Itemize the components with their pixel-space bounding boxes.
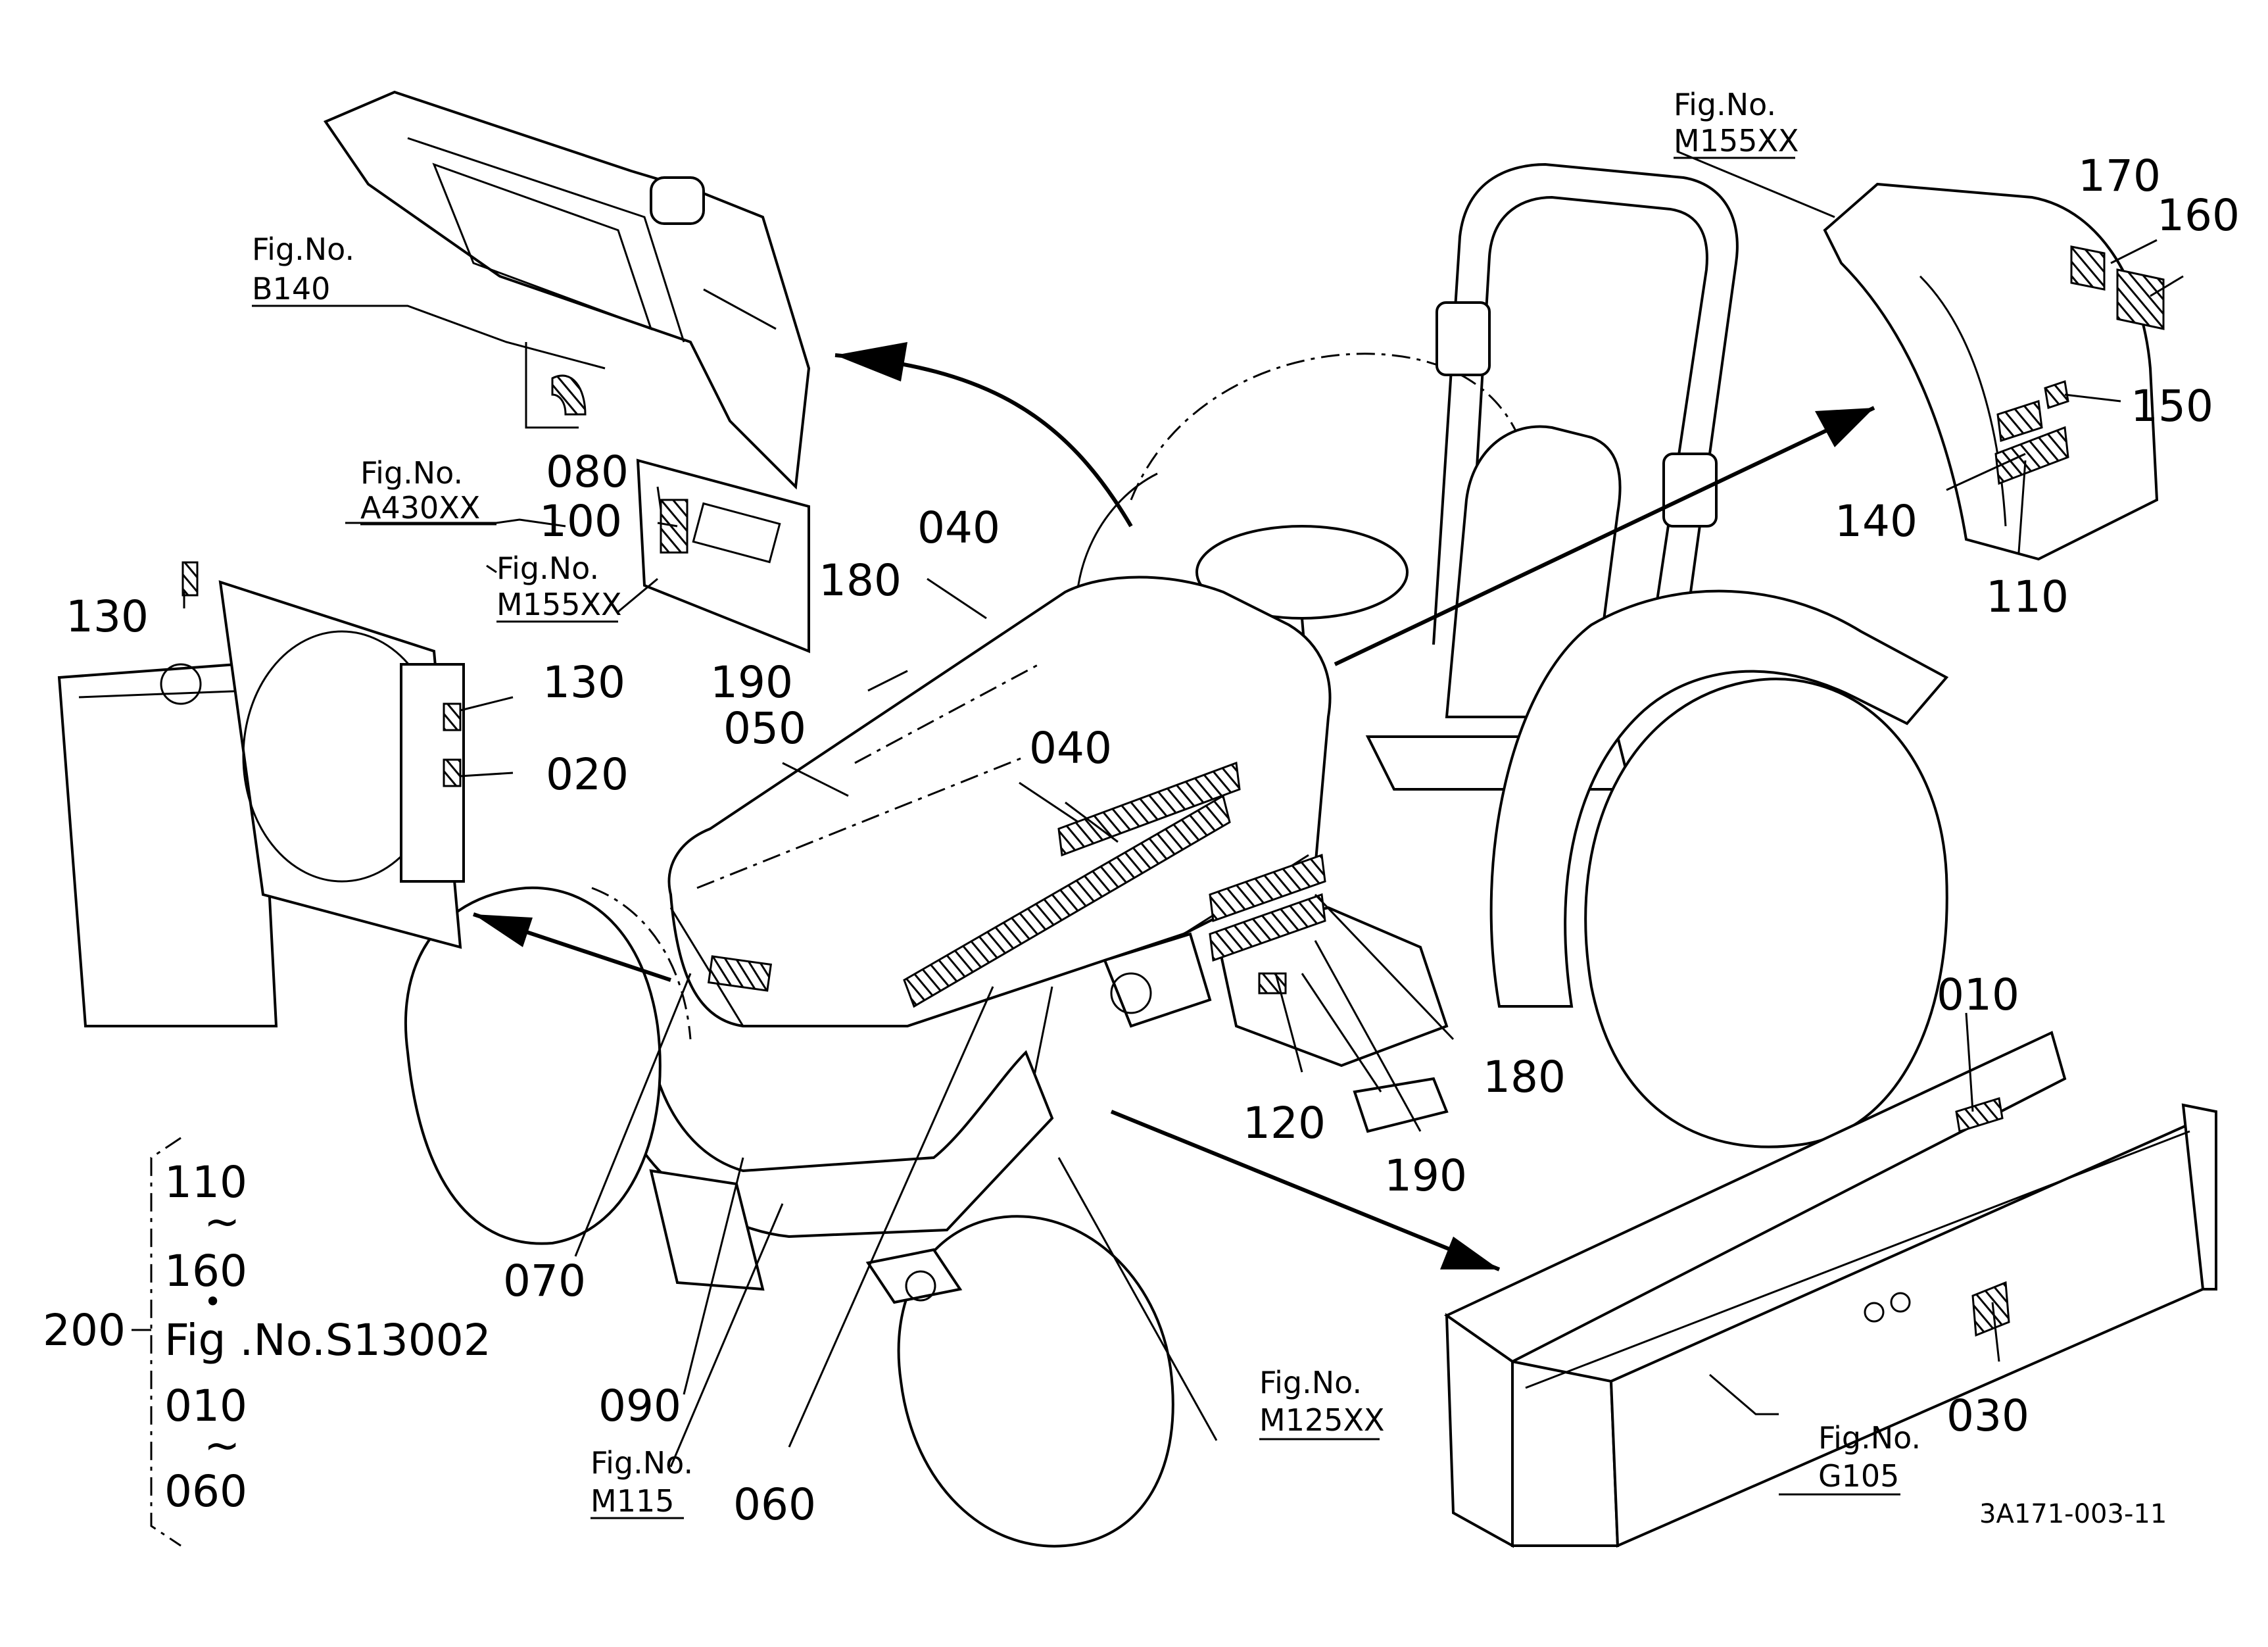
callout-150: 150 [2131,381,2213,431]
callout-020: 020 [546,749,629,800]
callout-190-top: 190 [710,657,793,708]
callout-110-legend-ref: 110 [1986,572,2069,622]
legend-010: 010 [164,1381,247,1431]
callout-190-bottom: 190 [1384,1150,1467,1201]
legend-160: 160 [164,1246,247,1296]
callout-160: 160 [2157,190,2240,241]
direction-arrows [473,342,1875,1271]
radiator-illustration [57,561,465,1027]
legend-tilde-1: ~ [204,1196,240,1247]
callout-010: 010 [1937,970,2019,1020]
legend-060: 060 [164,1466,247,1517]
fig-ref-m115-label: Fig.No. [591,1445,693,1481]
tractor-illustration [404,162,1949,1548]
callout-040-top: 040 [917,503,1000,553]
callout-090: 090 [598,1381,681,1431]
legend-dot: • [204,1284,222,1319]
fig-ref-g105-label: Fig.No. [1818,1420,1921,1456]
frame-illustration [1444,1031,2217,1548]
legend-fig-s13002: Fig .No.S13002 [164,1315,491,1365]
fig-ref-g105-number: G105 [1818,1458,1899,1494]
fig-ref-m115-number: M115 [591,1483,675,1519]
callout-180-bottom: 180 [1483,1052,1566,1102]
fig-ref-m155-left-label: Fig.No. [496,551,599,586]
instrument-panel-illustration [323,90,811,490]
rear-fender-illustration [1823,182,2165,561]
fig-ref-a430-number: A430XX [360,490,480,526]
callout-130-left: 130 [66,591,149,642]
fig-ref-m155-right-label: Fig.No. [1674,87,1776,122]
fig-ref-m125-label: Fig.No. [1259,1365,1362,1400]
fig-ref-b140-label: Fig.No. [252,232,354,267]
callout-060: 060 [733,1479,816,1530]
figure-references: Fig.No. B140 Fig.No. A430XX Fig.No. M155… [252,87,1921,1519]
callout-100: 100 [539,496,622,547]
fig-ref-b140-number: B140 [252,271,330,307]
legend-group-200: 200 [43,1305,126,1356]
legend-tilde-2: ~ [204,1420,240,1471]
side-panel-illustration [636,458,810,653]
callout-070: 070 [503,1256,586,1306]
drawing-id: 3A171-003-11 [1979,1499,2167,1529]
fig-ref-m155-left-number: M155XX [496,587,622,622]
callout-170: 170 [2078,151,2161,201]
fig-ref-m125-number: M125XX [1259,1402,1385,1438]
callout-120: 120 [1243,1098,1326,1148]
callout-140: 140 [1835,496,1918,547]
group-legend: 110 ~ 160 • Fig .No.S13002 010 ~ 060 200 [43,1137,491,1547]
callout-180-top: 180 [819,555,902,606]
leader-lines [183,150,2184,1467]
legend-110: 110 [164,1157,247,1208]
fig-ref-a430-label: Fig.No. [360,455,463,491]
callout-040-hood: 040 [1029,723,1112,774]
callout-030: 030 [1946,1390,2029,1441]
callout-080: 080 [546,447,629,497]
fig-ref-m155-right-number: M155XX [1674,123,1799,159]
callout-050: 050 [723,703,806,754]
callout-130-right: 130 [543,657,625,708]
callout-numbers: 010 020 030 040 040 050 060 070 080 090 … [66,151,2240,1530]
